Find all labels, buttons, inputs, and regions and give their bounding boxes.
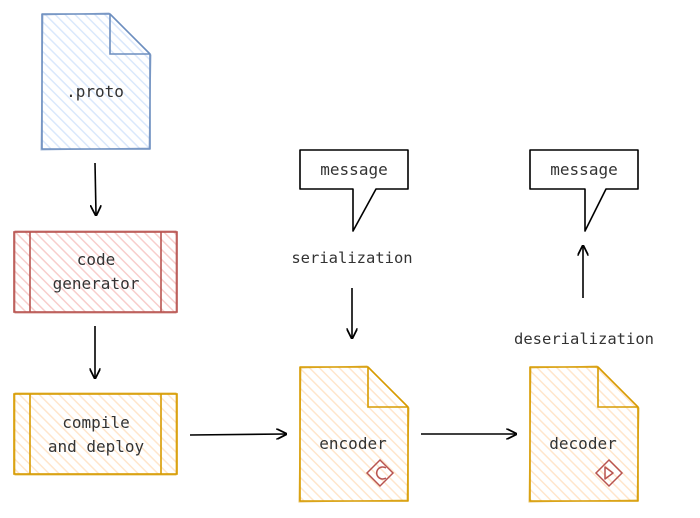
c-diamond-icon — [365, 458, 395, 488]
code-generator-label-line2: generator — [53, 274, 140, 293]
compile-deploy-node: compile and deploy — [13, 392, 178, 476]
message-left-label: message — [320, 160, 387, 179]
message-callout-right: message — [529, 149, 639, 232]
code-generator-label-line1: code — [77, 250, 116, 269]
compile-deploy-label-line2: and deploy — [48, 437, 145, 456]
message-right-label: message — [550, 160, 617, 179]
encoder-label: encoder — [319, 434, 387, 453]
compile-deploy-label-line1: compile — [62, 413, 129, 432]
message-callout-left: message — [299, 149, 409, 232]
decoder-node: decoder — [528, 365, 640, 503]
arrow-proto-to-generator — [95, 162, 96, 214]
decoder-label: decoder — [549, 434, 617, 453]
deserialization-label: deserialization — [514, 330, 654, 348]
serialization-label: serialization — [291, 249, 412, 267]
code-generator-node: code generator — [13, 230, 178, 314]
d-diamond-icon — [594, 458, 624, 488]
proto-label: .proto — [66, 82, 124, 101]
arrow-compile-to-encoder — [189, 434, 285, 435]
proto-file-node: .proto — [40, 12, 152, 151]
encoder-node: encoder — [298, 365, 410, 503]
